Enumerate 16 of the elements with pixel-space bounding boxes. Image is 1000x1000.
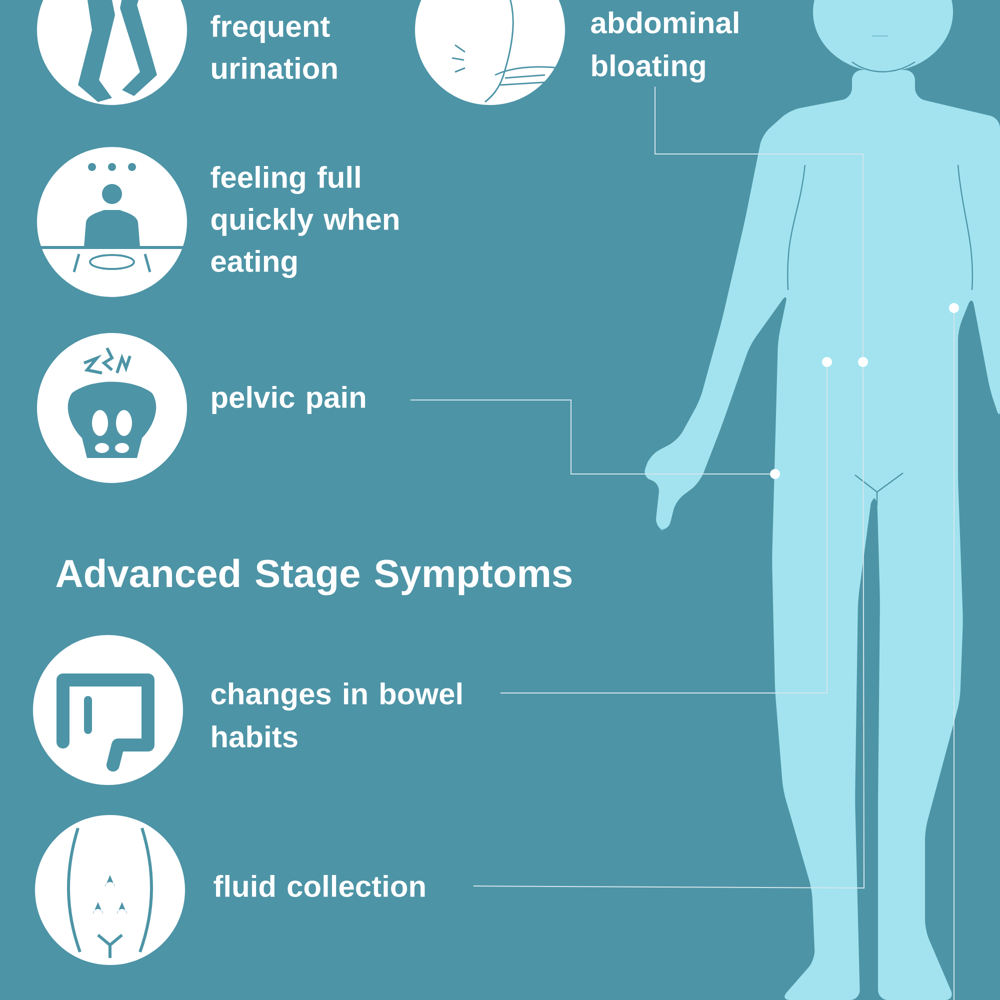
symptom-text: fluid collection: [214, 875, 425, 898]
symptom-text: frequent urination: [210, 14, 337, 80]
symptom-text: changes in bowel habits: [211, 682, 462, 748]
section-heading: Advanced Stage Symptoms: [56, 558, 572, 596]
symptom-text: abdominal bloating: [591, 11, 738, 83]
leader-line: [410, 400, 770, 474]
leader-line: [954, 312, 955, 1000]
marker-dot: [858, 357, 868, 367]
leader-line: [472, 366, 865, 889]
marker-dot: [949, 303, 960, 313]
symptom-text: pelvic pain: [212, 386, 366, 414]
symptom-text: feeling full quickly when eating: [210, 166, 398, 278]
leader-line: [500, 366, 828, 694]
marker-dot: [770, 469, 780, 479]
leader-line: [654, 86, 864, 358]
marker-dot: [822, 357, 832, 367]
